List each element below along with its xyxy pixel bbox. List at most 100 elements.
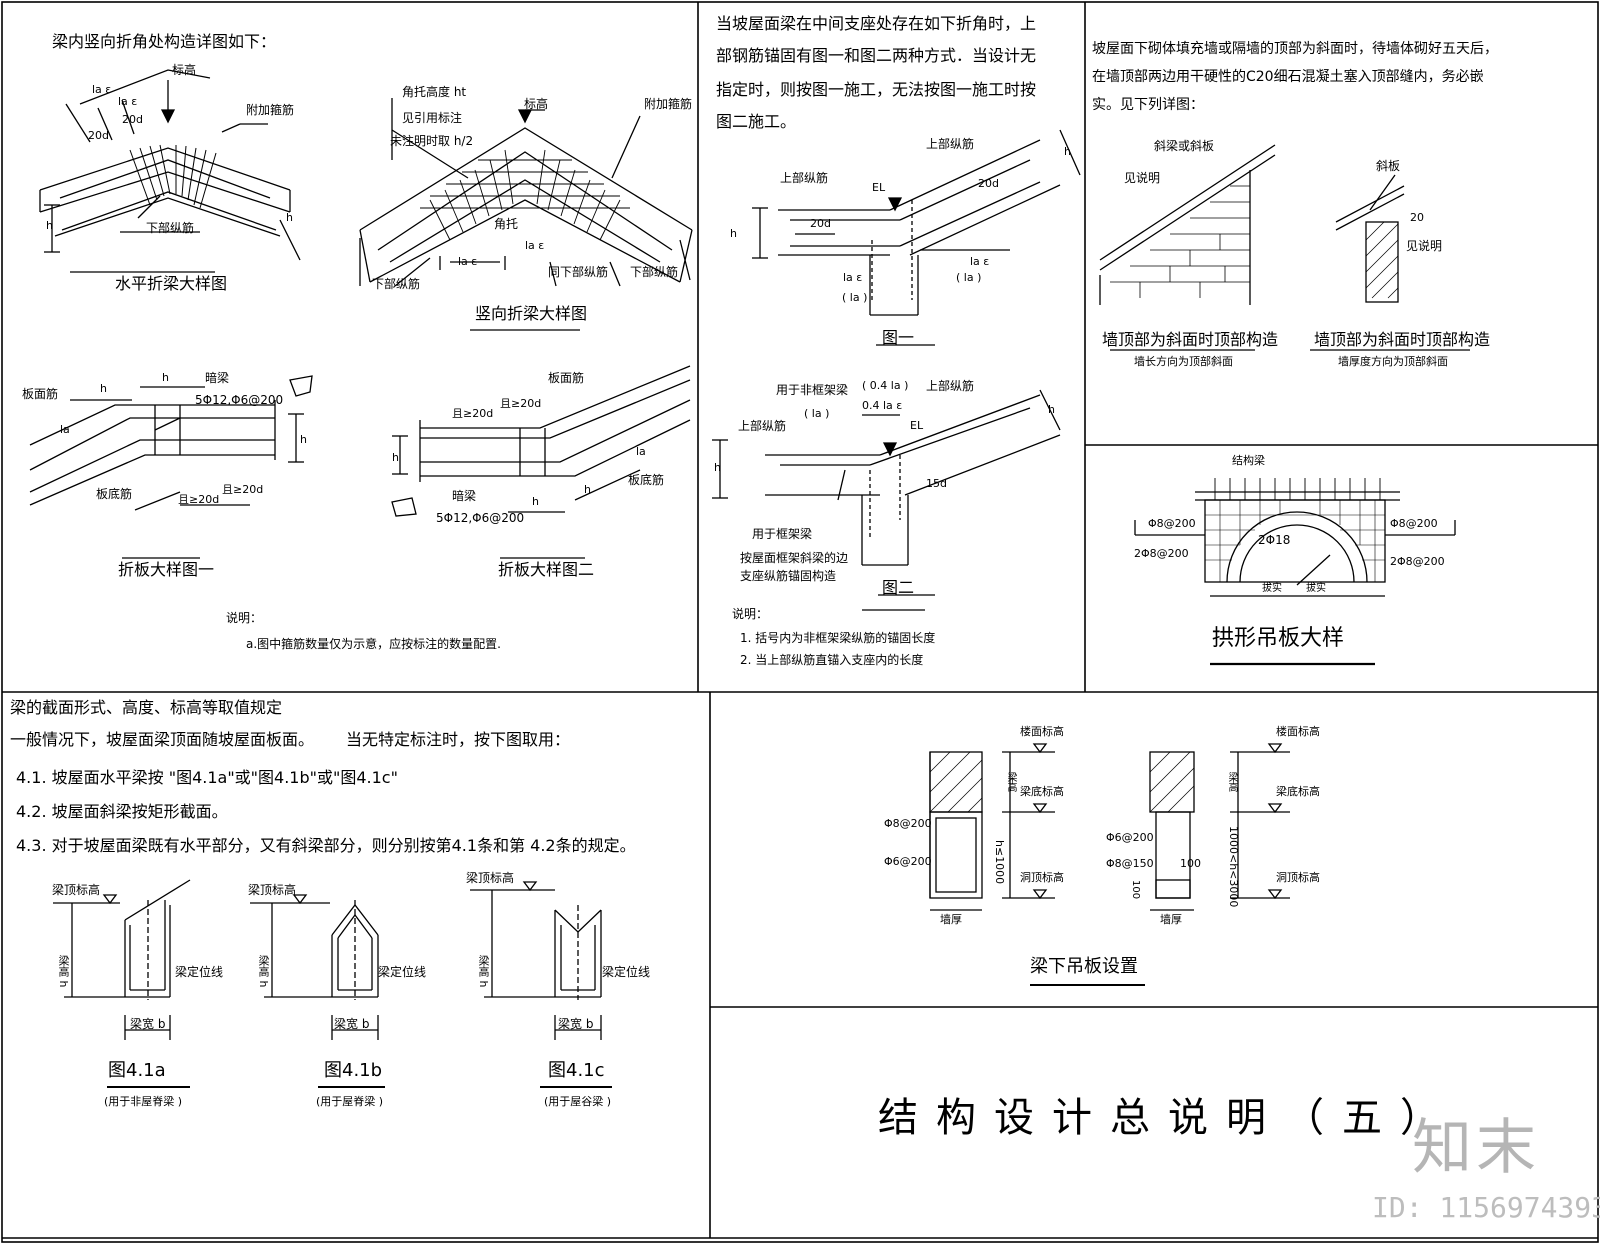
panel3-intro-1: 坡屋面下砌体填充墙或隔墙的顶部为斜面时，待墙体砌好五天后， xyxy=(1092,41,1498,57)
fold-slab-2 xyxy=(391,365,691,559)
brand-logo: 知末 xyxy=(1412,1113,1540,1183)
arch-s4: Φ8@200 xyxy=(1390,517,1438,530)
label-xiabu-zongjin-2: 下部纵筋 xyxy=(372,277,421,291)
label-h-8: h xyxy=(584,483,591,496)
arch-title: 拱形吊板大样 xyxy=(1212,626,1345,651)
panel2-intro-1: 当坡屋面梁在中间支座处存在如下折角时，上 xyxy=(716,14,1037,33)
cap1-title: 墙顶部为斜面时顶部构造 xyxy=(1102,330,1279,349)
figc-sub: (用于屋谷梁 ) xyxy=(544,1095,612,1108)
label-anliang-1: 暗梁 xyxy=(205,371,230,385)
fig2-el: EL xyxy=(910,419,924,432)
label-xieban: 斜板 xyxy=(1376,159,1401,173)
p5-s6200-2: Φ6@200 xyxy=(1106,831,1154,844)
label-jianyinyong: 见引用标注 xyxy=(402,111,463,125)
label-lae-1: la ε xyxy=(92,83,112,96)
figb-sub: (用于屋脊梁 ) xyxy=(316,1095,384,1108)
support-fig2 xyxy=(712,389,1061,611)
label-h-1: h xyxy=(46,219,53,232)
fig2-shangbu-2: 上部纵筋 xyxy=(738,419,787,433)
panel2-note-title: 说明： xyxy=(732,607,769,621)
fig2-bianzhizuo-1: 按屋面框架斜梁的边 xyxy=(740,551,849,565)
fig1-shangbu-1: 上部纵筋 xyxy=(926,137,975,151)
label-jianshuoming-1: 见说明 xyxy=(1124,171,1161,185)
panel2-note-2: 2. 当上部纵筋直锚入支座内的长度 xyxy=(740,653,924,667)
label-anliang-2: 暗梁 xyxy=(452,489,477,503)
fig-slab2-title: 折板大样图二 xyxy=(498,560,595,579)
label-h-6: h xyxy=(392,451,399,464)
p5-lianggao-1: 梁高 xyxy=(1005,772,1016,792)
figa-liangkuan: 梁宽 b xyxy=(130,1017,166,1031)
label-lae-4: la ε xyxy=(458,255,478,268)
label-jianshuoming-2: 见说明 xyxy=(1406,239,1443,253)
fold-slab-1 xyxy=(29,375,313,559)
p5-qianghou-2: 墙厚 xyxy=(1160,913,1182,926)
p5-loumian-2: 楼面标高 xyxy=(1276,725,1320,738)
label-qie20d-4: 且≥20d xyxy=(500,397,542,410)
panel2-intro-2: 部钢筋锚固有图一和图二两种方式．当设计无 xyxy=(716,46,1037,65)
panel4-line1b: 当无特定标注时，按下图取用： xyxy=(346,730,571,749)
label-bandijin-2: 板底筋 xyxy=(628,473,665,487)
figc-liangkuan: 梁宽 b xyxy=(558,1017,594,1031)
panel4-item2: 4.2. 坡屋面斜梁按矩形截面。 xyxy=(16,802,228,821)
horizontal-fold-beam xyxy=(39,69,301,273)
p5-v100: 100 xyxy=(1180,857,1201,870)
figc-liangding: 梁顶标高 xyxy=(466,871,515,885)
label-h-2: h xyxy=(286,211,293,224)
figa-title: 图4.1a xyxy=(108,1060,166,1081)
fig2-h-2: h xyxy=(1048,403,1055,416)
label-lae-2: la ε xyxy=(118,95,138,108)
fig2-kuangjia: 用于框架梁 xyxy=(752,527,813,541)
fig2-15d: 15d xyxy=(926,477,947,490)
support-fig1 xyxy=(752,129,1081,346)
fig-slab1-title: 折板大样图一 xyxy=(118,560,215,579)
arch-jiegouliang: 结构梁 xyxy=(1232,454,1265,467)
p5-v100-2: 100 xyxy=(1130,880,1141,900)
fig1-el: EL xyxy=(872,181,886,194)
label-xiabu-zongjin-1: 下部纵筋 xyxy=(146,221,195,235)
panel1-note-title: 说明： xyxy=(226,611,263,625)
panel4-line1a: 一般情况下，坡屋面梁顶面随坡屋面板面。 xyxy=(10,730,315,749)
figa-lianggao: 梁高 h xyxy=(57,955,70,988)
arch-s3: 2Φ18 xyxy=(1258,533,1291,547)
fig2-04la: ( 0.4 la ) xyxy=(862,379,909,392)
label-qie20d-1: 且≥20d xyxy=(178,493,220,506)
fig1-lae: la ε xyxy=(970,255,990,268)
cap1-sub: 墙长方向为顶部斜面 xyxy=(1134,355,1233,368)
fig-horizontal-title: 水平折梁大样图 xyxy=(115,274,228,293)
fig1-la: ( la ) xyxy=(956,271,982,284)
arch-s1: Φ8@200 xyxy=(1148,517,1196,530)
p5-dongding-2: 洞顶标高 xyxy=(1276,871,1320,884)
figb-title: 图4.1b xyxy=(324,1060,383,1081)
slanted-wall-detail-1 xyxy=(1099,144,1276,351)
panel1-note-a: a.图中箍筋数量仅为示意，应按标注的数量配置. xyxy=(246,637,501,651)
fig1-lae-2: la ε xyxy=(843,271,863,284)
label-anliang-spec-2: 5Φ12,Φ6@200 xyxy=(436,511,525,525)
p5-loumian-1: 楼面标高 xyxy=(1020,725,1064,738)
label-20d-1: 20d xyxy=(88,129,109,142)
label-xiabu-zongjin-3: 下部纵筋 xyxy=(630,265,679,279)
p5-s8200: Φ8@200 xyxy=(884,817,932,830)
panel3-intro-3: 实。见下列详图： xyxy=(1092,97,1204,113)
figb-lianggao: 梁高 h xyxy=(257,955,270,988)
figb-dingwei: 梁定位线 xyxy=(378,965,427,979)
label-qie20d-3: 且≥20d xyxy=(452,407,494,420)
label-jiaotuo: 角托 xyxy=(494,217,519,231)
panel2-note-1: 1. 括号内为非框架梁纵筋的锚固长度 xyxy=(740,631,936,645)
panel3-intro-2: 在墙顶部两边用干硬性的C20细石混凝土塞入顶部缝内，务必嵌 xyxy=(1092,69,1484,85)
fig-vertical-title: 竖向折梁大样图 xyxy=(475,304,588,323)
label-banmianjin-1: 板面筋 xyxy=(22,387,59,401)
p5-liangdi-1: 梁底标高 xyxy=(1020,785,1064,798)
fig2-shangbu-1: 上部纵筋 xyxy=(926,379,975,393)
fig1-title: 图一 xyxy=(882,328,915,347)
panel4-heading: 梁的截面形式、高度、标高等取值规定 xyxy=(10,698,283,717)
figb-liangkuan: 梁宽 b xyxy=(334,1017,370,1031)
label-la-1: la xyxy=(60,423,70,436)
fig2-title: 图二 xyxy=(882,578,915,597)
panel2-intro-4: 图二施工。 xyxy=(716,112,797,131)
arch-jiashi-1: 拔实 xyxy=(1262,583,1282,594)
figa-sub: (用于非屋脊梁 ) xyxy=(104,1095,183,1108)
label-lae-3: la ε xyxy=(525,239,545,252)
cap2-sub: 墙厚度方向为顶部斜面 xyxy=(1338,355,1448,368)
